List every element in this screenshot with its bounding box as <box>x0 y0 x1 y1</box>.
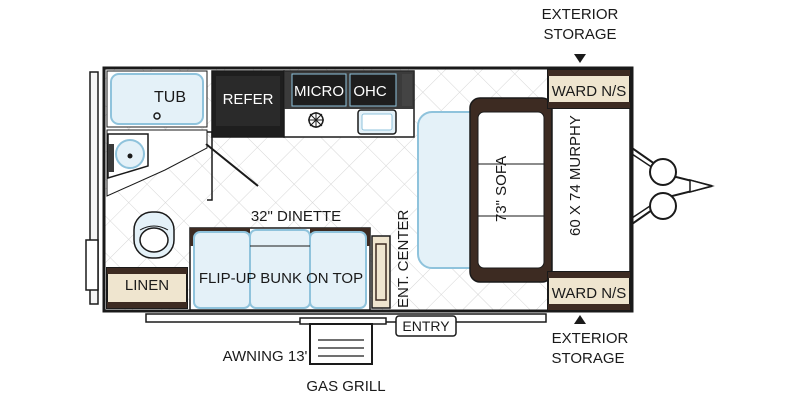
micro-label: MICRO <box>294 83 344 100</box>
bunk-label: FLIP-UP BUNK ON TOP <box>199 270 363 287</box>
ent-center-label: ENT. CENTER <box>395 209 412 308</box>
dinette-seat <box>309 231 367 309</box>
arrow-down-icon <box>574 54 586 63</box>
entry-door <box>395 315 457 337</box>
tub-label: TUB <box>154 89 186 106</box>
dinette: 32" DINETTE FLIP-UP BUNK ON TOP <box>189 208 371 311</box>
tub <box>110 73 204 125</box>
ward-bottom-label: WARD N/S <box>552 285 626 302</box>
ward-top-label: WARD N/S <box>552 83 626 100</box>
linen-label: LINEN <box>125 277 169 294</box>
awning-label: AWNING 13' <box>223 348 308 365</box>
bathroom: TUB LINEN <box>106 70 259 309</box>
arrow-up-icon <box>574 315 586 324</box>
sleeping-area: 73" SOFA 60 X 74 MURPHY <box>417 97 631 283</box>
ohc-label: OHC <box>353 83 387 100</box>
hitch <box>631 147 715 225</box>
dinette-table <box>249 229 311 309</box>
entry-label: ENTRY <box>402 318 450 334</box>
rear-bumper <box>89 71 99 305</box>
rear-hatch <box>85 239 99 291</box>
dinette-label: 32" DINETTE <box>251 208 341 225</box>
linen-cabinet <box>106 267 188 309</box>
propane-tank-icon <box>649 192 677 220</box>
wardrobe-bottom: WARD N/S <box>547 271 631 311</box>
bath-door <box>205 143 259 187</box>
ext-storage-top-line1: EXTERIOR <box>542 6 619 23</box>
gas-grill-label: GAS GRILL <box>306 378 385 395</box>
ext-storage-bottom-line1: EXTERIOR <box>552 330 629 347</box>
drain-icon <box>153 112 161 120</box>
ext-storage-bottom-line2: STORAGE <box>551 350 624 367</box>
ext-storage-top-line2: STORAGE <box>543 26 616 43</box>
entertainment-center: ENT. CENTER <box>371 209 412 309</box>
murphy-label: 60 X 74 MURPHY <box>567 115 584 236</box>
sofa-label: 73" SOFA <box>493 156 510 222</box>
refer-label: REFER <box>223 91 274 108</box>
curbside: ENTRY <box>145 313 547 365</box>
wardrobe-top: WARD N/S <box>547 69 631 109</box>
propane-tank-icon <box>649 158 677 186</box>
kitchen: REFER MICRO OHC <box>211 70 415 138</box>
murphy-bed <box>551 107 631 273</box>
gas-grill-icon <box>309 323 373 365</box>
